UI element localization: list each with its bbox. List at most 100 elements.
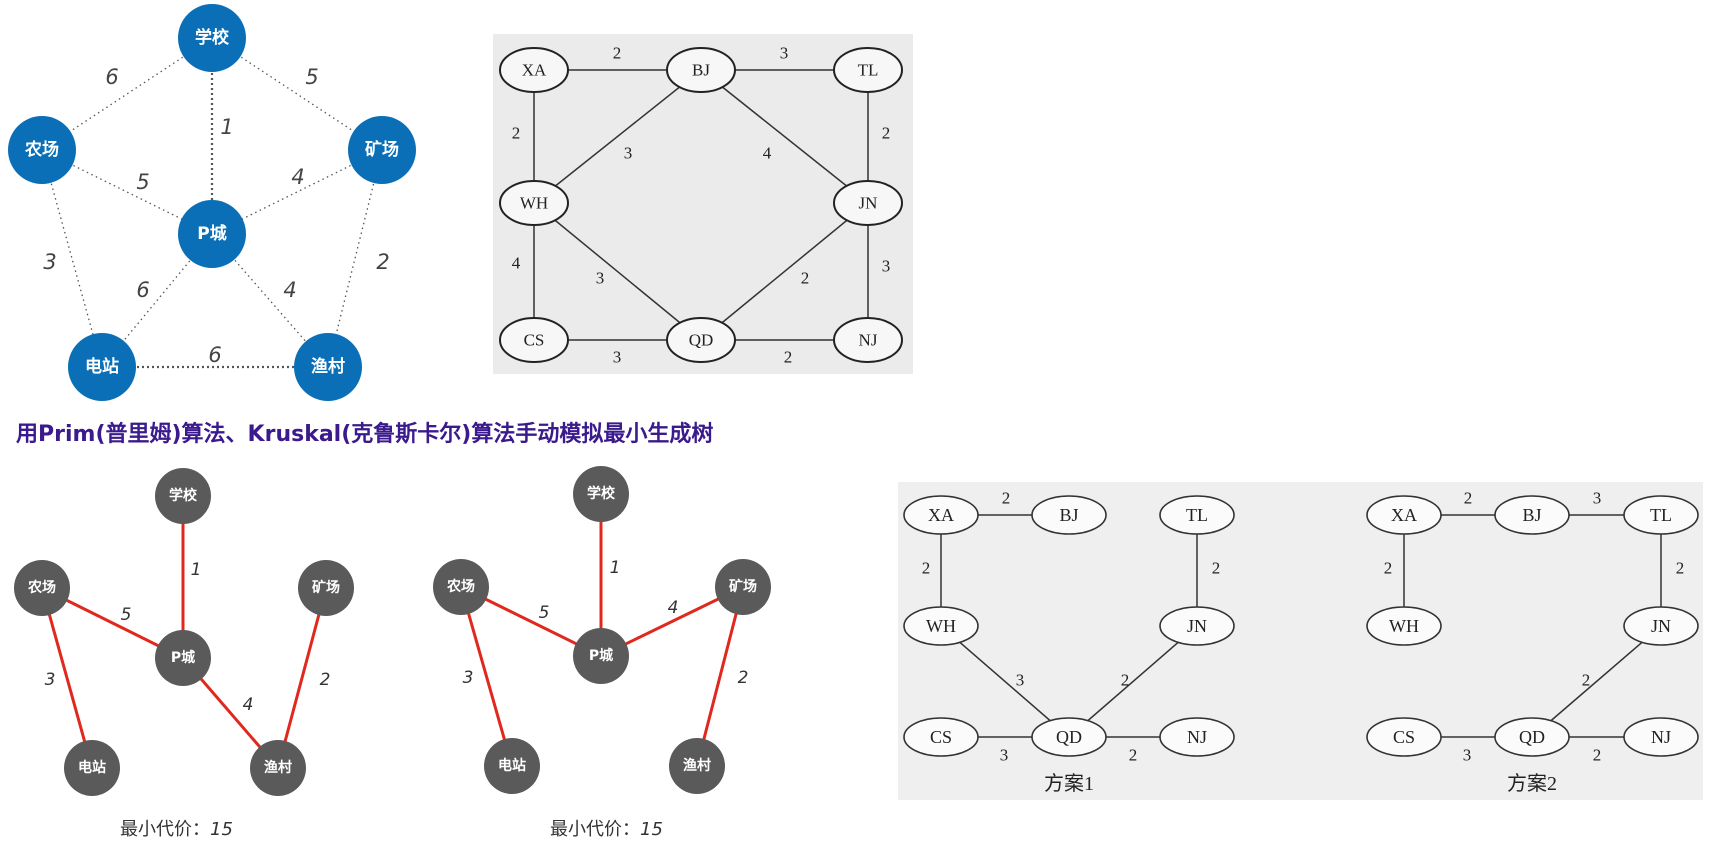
- mst-edge-WH-QD: [940, 625, 1070, 738]
- mst-node-JN: [1623, 606, 1699, 646]
- node-XA: [499, 47, 569, 93]
- edge-weight-label: 2: [801, 269, 810, 288]
- mst-node-station: [64, 740, 120, 796]
- mst-edge-weight-label: 2: [738, 668, 749, 688]
- mst-node-BJ: [1494, 495, 1570, 535]
- mst-edge-weight-label: 2: [1121, 671, 1130, 690]
- mst-node-TL: [1623, 495, 1699, 535]
- mst-node-TL: [1159, 495, 1235, 535]
- node-pcity: [178, 200, 246, 268]
- mst-node-QD: [1494, 717, 1570, 757]
- node-label-NJ: NJ: [859, 331, 878, 350]
- mst-edge-weight-label: 3: [1016, 671, 1025, 690]
- mst-node-label-school: 学校: [169, 487, 198, 504]
- mst-node-mine: [298, 560, 354, 616]
- mst-node-label-TL: TL: [1186, 505, 1208, 525]
- edge-weight-label: 5: [305, 65, 318, 89]
- mst-node-label-farm: 农场: [446, 578, 475, 595]
- mst-edge-weight-label: 2: [320, 670, 331, 690]
- mst-edge-weight-label: 5: [121, 605, 132, 625]
- node-label-village: 渔村: [311, 356, 345, 377]
- mst-edge-weight-label: 5: [539, 603, 550, 623]
- edge-weight-label: 1: [220, 115, 233, 139]
- mst-2-cost: 最小代价：15: [550, 815, 663, 841]
- mst-edge-weight-label: 2: [1676, 559, 1685, 578]
- mst-node-JN: [1159, 606, 1235, 646]
- mst-edge-weight-label: 2: [1129, 746, 1138, 765]
- node-label-farm: 农场: [24, 139, 59, 160]
- node-school: [178, 4, 246, 72]
- edge-weight-label: 5: [136, 170, 149, 194]
- mst-node-label-farm: 农场: [27, 579, 56, 596]
- mst-node-label-CS: CS: [1393, 727, 1415, 747]
- edge-weight-label: 3: [613, 348, 622, 367]
- mst-node-mine: [715, 559, 771, 615]
- node-NJ: [833, 317, 903, 363]
- node-label-XA: XA: [522, 61, 547, 80]
- mst-node-village: [669, 738, 725, 794]
- edge-weight-label: 2: [376, 250, 389, 274]
- node-JN: [833, 180, 903, 226]
- mst-node-village: [250, 740, 306, 796]
- mst-node-label-WH: WH: [926, 616, 956, 636]
- mst-2-cost-value: 15: [640, 819, 663, 840]
- node-label-TL: TL: [858, 61, 879, 80]
- mst-edge-weight-label: 3: [463, 668, 474, 688]
- mst-node-label-school: 学校: [587, 485, 616, 502]
- edge-WH-QD: [533, 202, 702, 341]
- edge-weight-label: 2: [512, 124, 521, 143]
- node-mine: [348, 116, 416, 184]
- mst-edge-weight-label: 1: [191, 560, 202, 580]
- mst-edge-weight-label: 3: [1593, 489, 1602, 508]
- mst-node-label-QD: QD: [1056, 727, 1082, 747]
- node-label-mine: 矿场: [365, 139, 399, 160]
- edge-weight-label: 4: [512, 254, 521, 273]
- node-BJ: [666, 47, 736, 93]
- edge-JN-QD: [700, 202, 869, 341]
- edge-weight-label: 3: [624, 144, 633, 163]
- mst-node-label-mine: 矿场: [729, 578, 757, 595]
- mst-node-label-QD: QD: [1519, 727, 1545, 747]
- edge-weight-label: 4: [283, 278, 296, 302]
- mst-node-label-XA: XA: [1391, 505, 1417, 525]
- mst-node-label-pcity: P城: [589, 647, 613, 664]
- edge-weight-label: 3: [596, 269, 605, 288]
- node-label-school: 学校: [195, 27, 230, 48]
- node-farm: [8, 116, 76, 184]
- mst-node-farm: [14, 560, 70, 616]
- mst-edge-weight-label: 3: [45, 670, 56, 690]
- mst-node-NJ: [1623, 717, 1699, 757]
- mst-node-label-CS: CS: [930, 727, 952, 747]
- edge-mine-village: [327, 149, 383, 368]
- node-CS: [499, 317, 569, 363]
- mst-edge-JN-QD: [1068, 625, 1198, 738]
- mst-node-pcity: [155, 630, 211, 686]
- edge-weight-label: 4: [291, 165, 304, 189]
- mst-node-XA: [1366, 495, 1442, 535]
- mst-edge-weight-label: 2: [1593, 746, 1602, 765]
- node-QD: [666, 317, 736, 363]
- edge-pcity-station: [101, 233, 213, 368]
- edge-weight-label: 3: [43, 250, 56, 274]
- node-label-QD: QD: [689, 331, 714, 350]
- mst-edge-weight-label: 2: [1464, 489, 1473, 508]
- edge-weight-label: 2: [882, 124, 891, 143]
- mst-edge-weight-label: 1: [610, 558, 621, 578]
- city-mst-background: [898, 482, 1703, 800]
- town-mst-1: 15342学校农场矿场P城电站渔村: [14, 468, 354, 796]
- mst-edge-JN-QD: [1531, 625, 1662, 738]
- mst-node-label-BJ: BJ: [1059, 505, 1078, 525]
- edge-weight-label: 6: [136, 278, 149, 302]
- node-label-JN: JN: [859, 194, 878, 213]
- mst-node-school: [155, 468, 211, 524]
- node-station: [68, 333, 136, 401]
- mst-edge-weight-label: 4: [243, 695, 254, 715]
- mst-node-label-NJ: NJ: [1187, 727, 1207, 747]
- mst-node-CS: [1366, 717, 1442, 757]
- node-label-pcity: P城: [197, 224, 226, 244]
- node-WH: [499, 180, 569, 226]
- mst-node-label-NJ: NJ: [1651, 727, 1671, 747]
